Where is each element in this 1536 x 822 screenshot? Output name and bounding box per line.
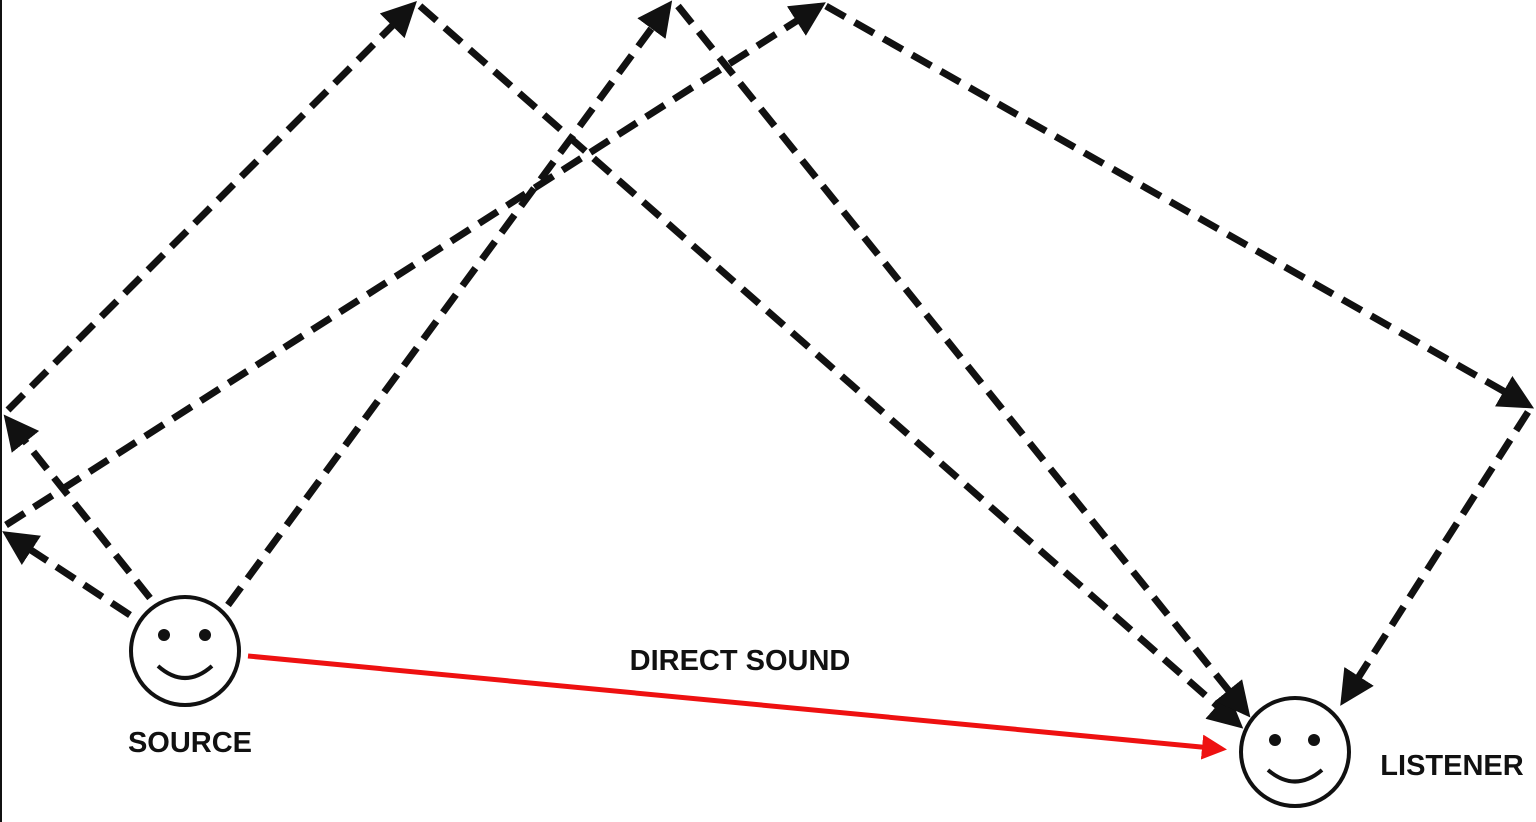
listener-label: LISTENER [1380, 750, 1523, 782]
reflected-path-1-segment-a [3, 414, 153, 601]
reflected-path-1-segment-b [5, 1, 417, 413]
reflected-path-2 [2, 2, 1535, 706]
reflected-path-2-segment-d [1340, 410, 1531, 706]
source-smiley-face-icon [129, 595, 241, 707]
reflected-path-2-segment-c [824, 2, 1535, 409]
reflected-path-2-segment-b [4, 2, 826, 528]
reflected-path-2-segment-a [2, 531, 132, 618]
source-label: SOURCE [128, 727, 252, 759]
direct-sound-label: DIRECT SOUND [630, 645, 851, 677]
reflected-path-3 [225, 0, 1251, 718]
reflected-path-3-segment-a [225, 0, 673, 608]
direct-sound-arrow [247, 653, 1227, 760]
reflected-path-1 [3, 1, 1244, 729]
reflected-path-3-segment-b [675, 3, 1251, 718]
listener-smiley-face-icon [1239, 696, 1351, 808]
reflected-path-1-segment-c [417, 3, 1244, 729]
